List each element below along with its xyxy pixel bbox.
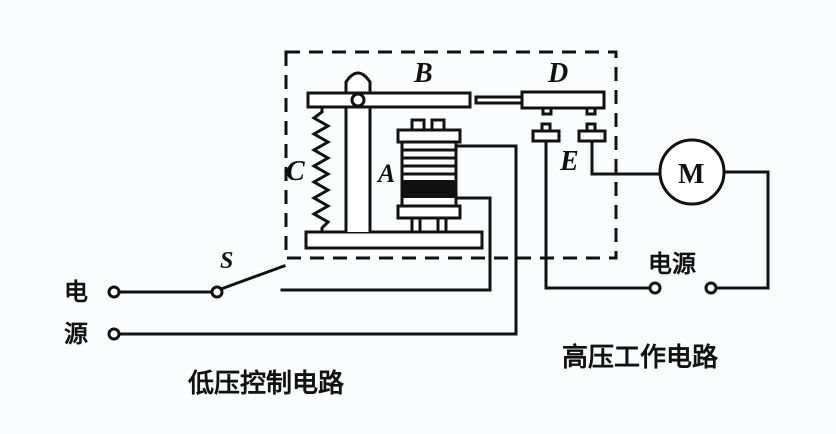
switch-blade[interactable] <box>219 264 286 291</box>
label-S: S <box>220 248 233 274</box>
label-D: D <box>547 58 568 89</box>
high-voltage-label: 高压工作电路 <box>562 342 719 373</box>
pivot-pin <box>350 92 366 108</box>
coil-wire-bottom <box>116 144 518 336</box>
static-contact-left-tip <box>540 122 552 133</box>
coil-wire-top <box>280 196 492 292</box>
electromagnet-coil <box>396 118 462 234</box>
hv-terminal-left <box>648 281 662 295</box>
connecting-strip <box>474 95 524 105</box>
switch-pivot[interactable] <box>210 285 224 299</box>
hv-wire-left <box>544 139 652 290</box>
label-C: C <box>286 156 305 187</box>
base-plate <box>304 230 484 250</box>
power-label-right: 电源 <box>648 250 696 278</box>
armature-lever <box>306 91 472 109</box>
label-A: A <box>376 159 395 188</box>
power-label-left-1: 电 <box>64 278 88 306</box>
power-terminal-left-bottom <box>107 327 121 341</box>
hv-terminal-right <box>704 281 718 295</box>
pivot-post <box>344 71 372 232</box>
low-voltage-label: 低压控制电路 <box>187 368 345 399</box>
spring <box>310 105 332 234</box>
power-label-left-2: 源 <box>64 320 88 348</box>
label-E: E <box>559 146 579 177</box>
relay-enclosure <box>284 50 618 260</box>
motor-label: M <box>678 159 704 190</box>
hv-wire-right <box>714 170 770 290</box>
static-contact-right-tip <box>585 122 597 133</box>
label-B: B <box>413 58 433 89</box>
moving-contact-right <box>585 106 597 116</box>
hv-wire-to-motor <box>590 139 662 176</box>
moving-contact-bar <box>520 90 606 110</box>
moving-contact-left <box>541 106 553 116</box>
